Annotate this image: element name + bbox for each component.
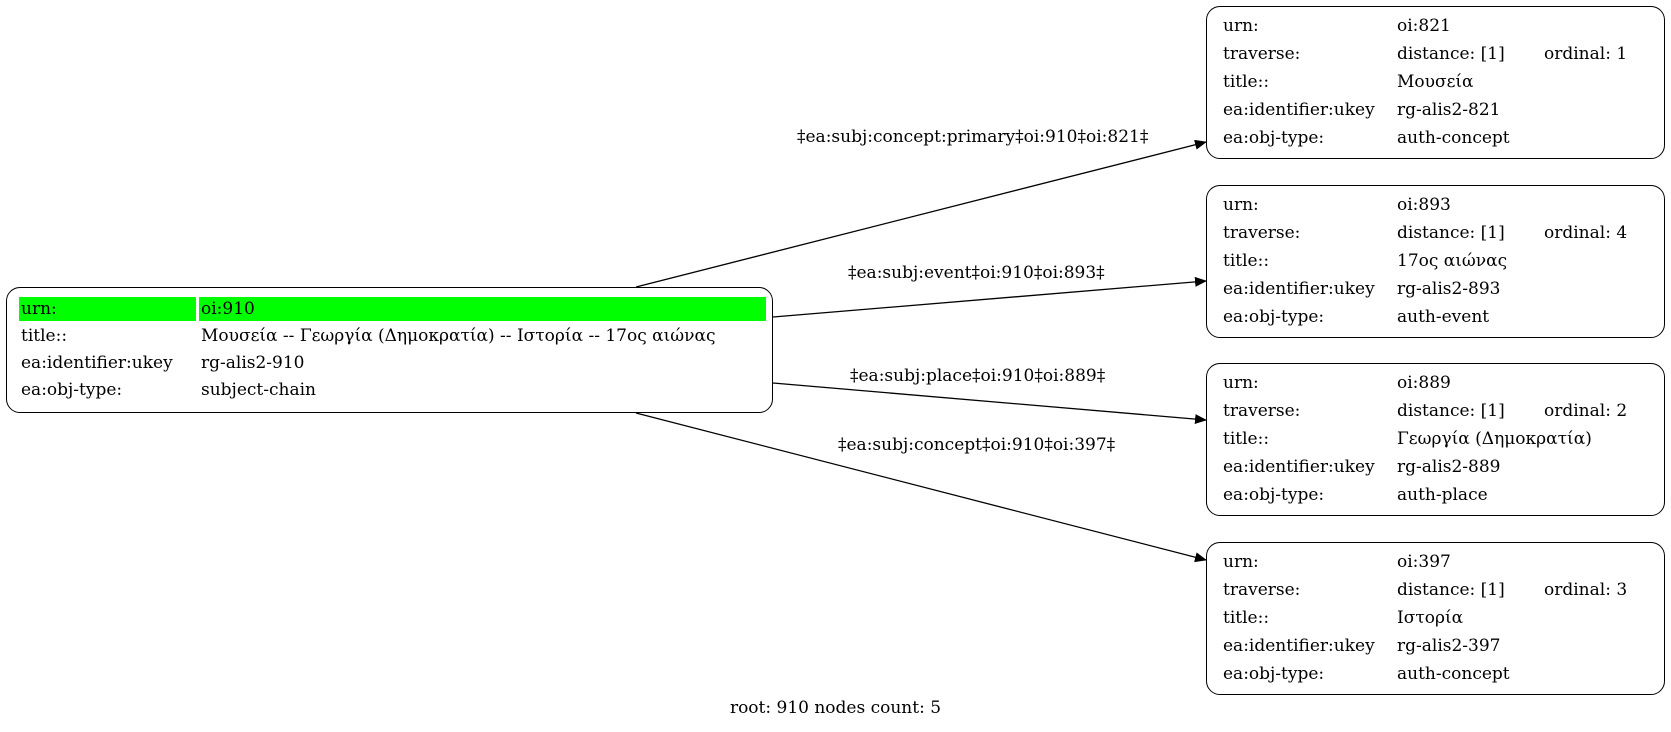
graph-footer: root: 910 nodes count: 5 <box>729 698 942 718</box>
child-node-893: urn: oi:893 traverse: distance: [1] ordi… <box>1206 185 1665 338</box>
node-value: oi:397 <box>1397 552 1451 572</box>
root-node: urn: oi:910 title:: Μουσεία -- Γεωργία (… <box>6 287 773 413</box>
edge-line-889 <box>772 382 1207 425</box>
node-extra: ordinal: 3 <box>1544 580 1628 600</box>
edge-label-397: ‡ea:subj:concept‡oi:910‡oi:397‡ <box>838 435 1116 455</box>
node-value: distance: [1] <box>1397 44 1505 64</box>
node-key: title:: <box>21 326 68 346</box>
node-key: ea:identifier:ukey <box>1223 100 1375 120</box>
node-key: urn: <box>1223 552 1259 572</box>
edge-label-821: ‡ea:subj:concept:primary‡oi:910‡oi:821‡ <box>797 127 1149 147</box>
node-key: traverse: <box>1223 580 1301 600</box>
edge-line-397 <box>635 412 1207 563</box>
child-node-889: urn: oi:889 traverse: distance: [1] ordi… <box>1206 363 1665 516</box>
node-key: title:: <box>1223 251 1270 271</box>
node-value: auth-event <box>1397 307 1490 327</box>
node-value: auth-place <box>1397 485 1488 505</box>
node-value: Μουσεία -- Γεωργία (Δημοκρατία) -- Ιστορ… <box>201 326 716 346</box>
node-key: urn: <box>1223 373 1259 393</box>
node-key: urn: <box>1223 195 1259 215</box>
node-key: urn: <box>1223 16 1259 36</box>
node-value: distance: [1] <box>1397 580 1505 600</box>
node-key: title:: <box>1223 72 1270 92</box>
node-key: ea:obj-type: <box>1223 128 1325 148</box>
node-extra: ordinal: 4 <box>1544 223 1628 243</box>
node-key: title:: <box>1223 608 1270 628</box>
node-extra: ordinal: 1 <box>1544 44 1628 64</box>
node-value: auth-concept <box>1397 664 1510 684</box>
edge-label-893: ‡ea:subj:event‡oi:910‡oi:893‡ <box>848 263 1105 283</box>
node-value: rg-alis2-821 <box>1397 100 1501 120</box>
node-key: title:: <box>1223 429 1270 449</box>
node-key: ea:identifier:ukey <box>1223 457 1375 477</box>
node-value: oi:821 <box>1397 16 1451 36</box>
node-value: 17ος αιώνας <box>1397 251 1508 271</box>
node-key: traverse: <box>1223 223 1301 243</box>
node-value: oi:889 <box>1397 373 1451 393</box>
node-value: distance: [1] <box>1397 223 1505 243</box>
node-value: oi:910 <box>199 297 766 321</box>
node-value: rg-alis2-889 <box>1397 457 1501 477</box>
node-key: ea:identifier:ukey <box>1223 636 1375 656</box>
node-value: Ιστορία <box>1397 608 1464 628</box>
node-key: ea:obj-type: <box>1223 307 1325 327</box>
node-value: rg-alis2-893 <box>1397 279 1501 299</box>
edge-label-889: ‡ea:subj:place‡oi:910‡oi:889‡ <box>850 366 1106 386</box>
node-value: oi:893 <box>1397 195 1451 215</box>
node-key: urn: <box>19 297 196 321</box>
node-extra: ordinal: 2 <box>1544 401 1628 421</box>
node-value: subject-chain <box>201 380 316 400</box>
node-key: ea:obj-type: <box>1223 485 1325 505</box>
node-value: distance: [1] <box>1397 401 1505 421</box>
child-node-397: urn: oi:397 traverse: distance: [1] ordi… <box>1206 542 1665 695</box>
edge-line-893 <box>772 276 1207 318</box>
node-value: auth-concept <box>1397 128 1510 148</box>
node-key: ea:obj-type: <box>21 380 123 400</box>
node-value: rg-alis2-910 <box>201 353 305 373</box>
node-value: Μουσεία <box>1397 72 1474 92</box>
node-key: ea:obj-type: <box>1223 664 1325 684</box>
child-node-821: urn: oi:821 traverse: distance: [1] ordi… <box>1206 6 1665 159</box>
edge-line-821 <box>635 139 1207 288</box>
node-value: Γεωργία (Δημοκρατία) <box>1397 429 1592 449</box>
node-key: traverse: <box>1223 44 1301 64</box>
node-key: ea:identifier:ukey <box>1223 279 1375 299</box>
node-value: rg-alis2-397 <box>1397 636 1501 656</box>
node-key: ea:identifier:ukey <box>21 353 173 373</box>
node-key: traverse: <box>1223 401 1301 421</box>
